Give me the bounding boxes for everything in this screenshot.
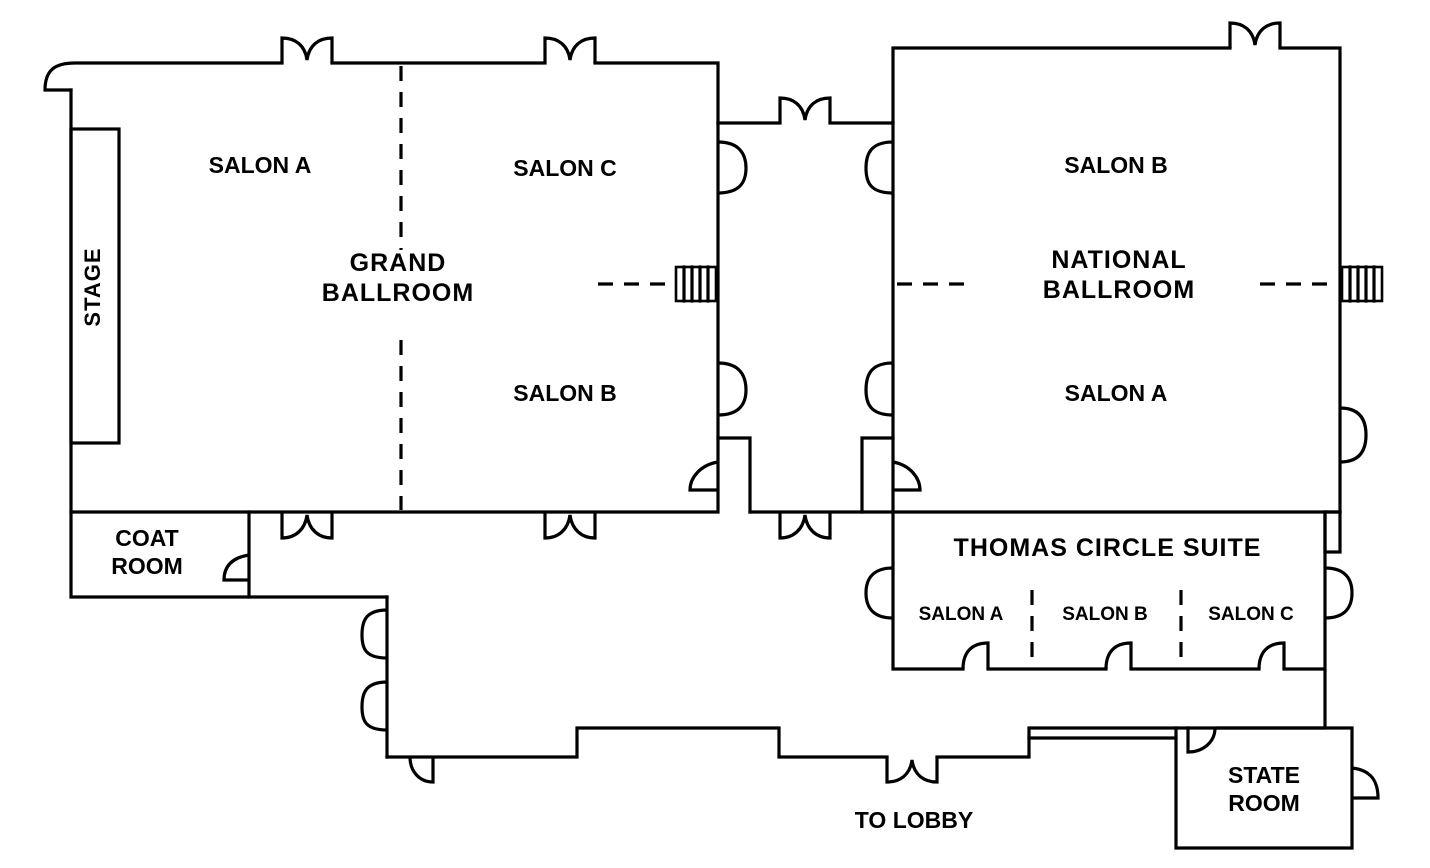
grand-ballroom-top-doors — [280, 36, 597, 63]
state-room-label: STATE ROOM — [1228, 762, 1300, 816]
thomas-salon-a-label: SALON A — [918, 604, 1004, 625]
coat-room-label: COAT ROOM — [111, 525, 183, 579]
thomas-circle-suite-walls — [864, 510, 1354, 671]
thomas-salon-c-label: SALON C — [1208, 604, 1294, 625]
national-ballroom-label: NATIONAL BALLROOM — [1042, 246, 1196, 304]
grand-salon-a-label: SALON A — [208, 152, 312, 178]
national-salon-a-label: SALON A — [1064, 380, 1168, 406]
grand-ballroom-stair — [674, 265, 718, 303]
state-room-walls — [1174, 726, 1380, 850]
thomas-salon-b-label: SALON B — [1062, 604, 1148, 625]
central-corridor — [688, 96, 922, 514]
grand-salon-b-label: SALON B — [513, 380, 617, 406]
national-ballroom-stair — [1340, 265, 1384, 303]
national-salon-b-label: SALON B — [1064, 152, 1168, 178]
stage-label: STAGE — [80, 247, 105, 327]
to-lobby-label[interactable]: TO LOBBY — [854, 807, 974, 833]
stage — [69, 127, 121, 445]
thomas-circle-suite-label: THOMAS CIRCLE SUITE — [953, 534, 1262, 562]
national-ballroom-walls — [891, 21, 1368, 514]
grand-salon-c-label: SALON C — [513, 155, 617, 181]
grand-ballroom-label: GRAND BALLROOM — [321, 249, 475, 307]
